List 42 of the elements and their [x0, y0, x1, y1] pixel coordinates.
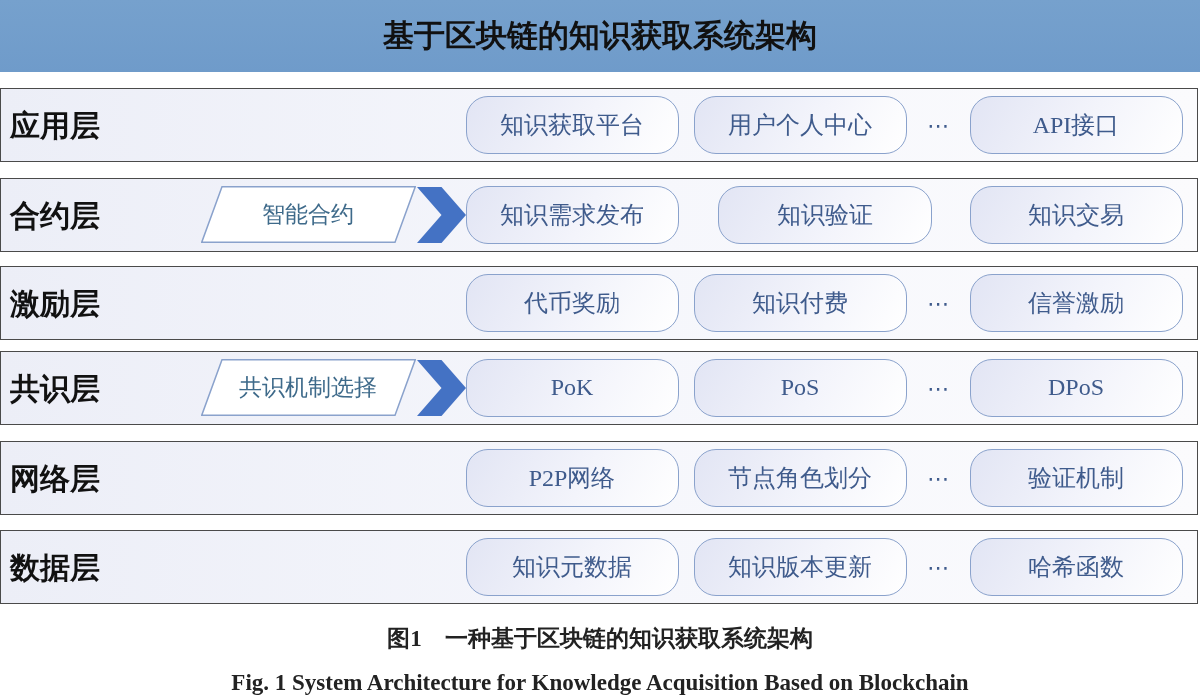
ellipsis: ⋯ — [927, 465, 949, 491]
module-box: 用户个人中心 — [693, 95, 907, 154]
module-box: 代币奖励 — [465, 273, 679, 332]
layer-title: 应用层 — [10, 108, 100, 142]
module-box: P2P网络 — [465, 448, 679, 507]
layer-title: 共识层 — [10, 371, 100, 405]
module-box: DPoS — [969, 358, 1183, 417]
layer-band — [0, 441, 1198, 515]
module-box: 知识交易 — [969, 185, 1183, 244]
ellipsis: ⋯ — [927, 554, 949, 580]
module-box: 哈希函数 — [969, 537, 1183, 596]
layer-band — [0, 88, 1198, 162]
figure-caption: 图1 一种基于区块链的知识获取系统架构 — [387, 624, 813, 653]
chevron-arrow — [417, 360, 466, 416]
layer-band — [0, 178, 1198, 252]
layer-title: 合约层 — [10, 198, 100, 232]
title-banner: 基于区块链的知识获取系统架构 — [0, 0, 1200, 72]
figure-caption: Fig. 1 System Architecture for Knowledge Acquisition Based on Blockchain — [231, 670, 969, 696]
layer-title: 激励层 — [10, 286, 100, 320]
module-box: PoS — [693, 358, 907, 417]
module-box: 信誉激励 — [969, 273, 1183, 332]
layer-band — [0, 266, 1198, 340]
ellipsis: ⋯ — [927, 112, 949, 138]
module-box: 验证机制 — [969, 448, 1183, 507]
module-box: 知识版本更新 — [693, 537, 907, 596]
module-box: PoK — [465, 358, 679, 417]
module-box: 节点角色划分 — [693, 448, 907, 507]
module-box: 知识元数据 — [465, 537, 679, 596]
parallelogram-box: 共识机制选择 — [200, 358, 416, 416]
layer-title: 网络层 — [10, 461, 100, 495]
ellipsis: ⋯ — [927, 375, 949, 401]
module-box: 知识验证 — [717, 185, 932, 244]
module-box: 知识付费 — [693, 273, 907, 332]
module-box: 知识需求发布 — [465, 185, 679, 244]
parallelogram-box: 智能合约 — [200, 185, 416, 243]
module-box: API接口 — [969, 95, 1183, 154]
module-box: 知识获取平台 — [465, 95, 679, 154]
layer-band — [0, 351, 1198, 425]
ellipsis: ⋯ — [927, 290, 949, 316]
chevron-arrow — [417, 187, 466, 243]
layer-title: 数据层 — [10, 550, 100, 584]
layer-band — [0, 530, 1198, 604]
